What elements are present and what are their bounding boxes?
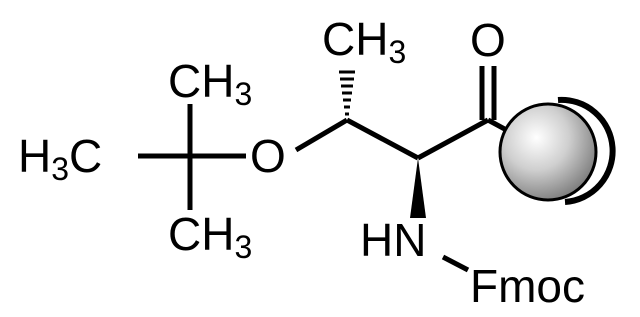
bond-ca-carbonyl-c: [416, 117, 490, 161]
top-methyl-label: CH3: [322, 13, 406, 70]
tbu-top-methyl-label: CH3: [168, 55, 252, 112]
resin-bead-icon: [498, 96, 616, 205]
fmoc-label: Fmoc: [470, 260, 585, 312]
carbonyl-oxygen-label: O: [470, 14, 506, 66]
bond-ether-o-cb: [294, 117, 349, 153]
bond-cb-ca: [345, 117, 420, 161]
tbu-bottom-methyl-label: CH3: [168, 208, 252, 265]
tbu-left-methyl-label: H3C: [18, 130, 102, 187]
ether-oxygen-label: O: [250, 130, 286, 182]
bond-nh-fmoc: [441, 254, 470, 273]
solid-wedge-bond: [410, 158, 426, 218]
amine-label: HN: [360, 214, 426, 266]
hashed-wedge-bond: [339, 70, 355, 116]
